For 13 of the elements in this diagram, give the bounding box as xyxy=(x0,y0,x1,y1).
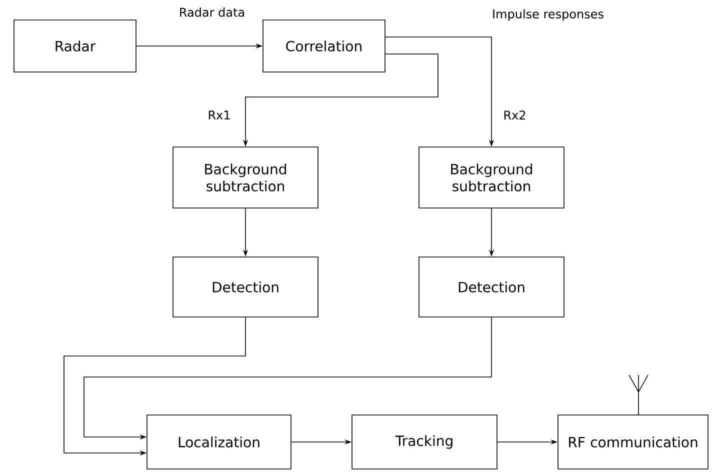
process-box: Tracking xyxy=(352,414,498,470)
process-box: Background subtraction xyxy=(172,146,318,208)
process-box: RF communication xyxy=(558,414,708,470)
process-box: Radar xyxy=(14,20,136,72)
process-box: Detection xyxy=(418,256,564,318)
process-box: Detection xyxy=(172,256,318,318)
process-box: Background subtraction xyxy=(418,146,564,208)
edge-label: Rx2 xyxy=(502,110,528,120)
edge-label: Rx1 xyxy=(206,110,232,120)
process-box: Correlation xyxy=(262,20,386,72)
process-box: Localization xyxy=(146,414,292,470)
annotation-label: Impulse responses xyxy=(493,9,604,21)
edge-label: Radar data xyxy=(178,6,246,18)
